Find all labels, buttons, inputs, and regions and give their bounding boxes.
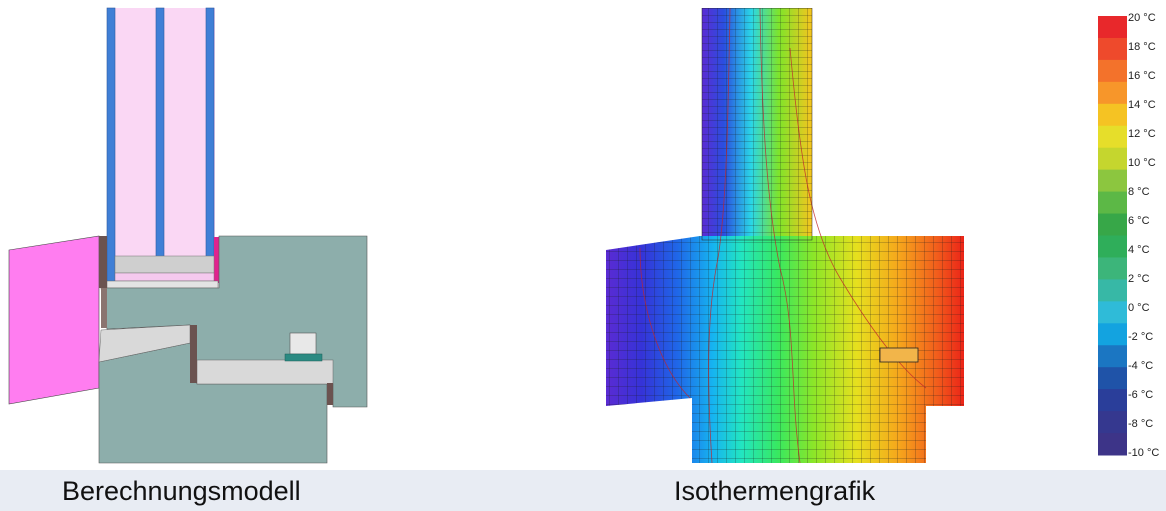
calculation-model-diagram [8, 7, 368, 464]
glass-pane-outer [106, 7, 116, 284]
sill-plate [106, 280, 219, 289]
isotherm-graphic [606, 8, 964, 464]
scale-tick-label: 2 °C [1128, 273, 1150, 285]
scale-color-cell [1098, 433, 1127, 456]
scale-color-cell [1098, 257, 1127, 280]
seal-right [327, 383, 333, 405]
scale-color-cell [1098, 279, 1127, 302]
iso-hardware [879, 347, 919, 363]
scale-tick-label: 6 °C [1128, 215, 1150, 227]
iso-frame-mesh [606, 236, 964, 463]
iso-glazing-mesh [702, 8, 812, 240]
scale-tick-label: -4 °C [1128, 360, 1154, 372]
scale-color-cell [1098, 103, 1127, 127]
scale-tick-label: 16 °C [1128, 70, 1156, 82]
seal-left-upper [99, 236, 107, 288]
hardware-plate [284, 353, 323, 362]
scale-color-cell [1098, 59, 1127, 83]
inner-seal [214, 237, 219, 283]
scale-color-cell [1098, 191, 1127, 215]
scale-color-cell [1098, 169, 1127, 193]
hardware-box [289, 332, 317, 355]
seal-left-mid [101, 288, 107, 328]
scale-color-cell [1098, 323, 1127, 346]
scale-tick-label: 10 °C [1128, 157, 1156, 169]
scale-color-cell [1098, 301, 1127, 324]
scale-tick-label: 12 °C [1128, 128, 1156, 140]
caption-bar [0, 470, 1166, 511]
seal-step [190, 325, 197, 383]
scale-color-cell [1098, 37, 1127, 61]
scale-color-cell [1098, 389, 1127, 412]
outer-wall-insulation [8, 235, 100, 405]
glass-pane-middle [155, 7, 165, 284]
scale-tick-label: 8 °C [1128, 186, 1150, 198]
scale-tick-label: 18 °C [1128, 41, 1156, 53]
scale-tick-label: -2 °C [1128, 331, 1154, 343]
glass-pane-inner [205, 7, 215, 284]
scale-tick-label: -8 °C [1128, 418, 1154, 430]
scale-color-cell [1098, 147, 1127, 171]
scale-tick-label: -6 °C [1128, 389, 1154, 401]
caption-isotherm-graphic: Isothermengrafik [674, 476, 876, 506]
scale-color-cell [1098, 345, 1127, 368]
scale-color-cell [1098, 235, 1127, 258]
iso-outline [701, 8, 813, 241]
spacer-strip [114, 272, 215, 282]
scale-color-cell [1098, 81, 1127, 105]
scale-color-cell [1098, 367, 1127, 390]
scale-tick-label: 0 °C [1128, 302, 1150, 314]
scale-tick-label: 20 °C [1128, 12, 1156, 24]
caption-calculation-model: Berechnungsmodell [62, 476, 301, 506]
scale-color-cell [1098, 213, 1127, 236]
scale-color-cell [1098, 411, 1127, 434]
scale-color-cell [1098, 125, 1127, 149]
scale-color-cell [1098, 16, 1127, 39]
scale-tick-label: -10 °C [1128, 447, 1160, 459]
scale-tick-label: 14 °C [1128, 99, 1156, 111]
spacer-band [114, 255, 215, 274]
lower-gray-bar [196, 359, 334, 385]
temperature-scale [1098, 16, 1127, 456]
scale-tick-label: 4 °C [1128, 244, 1150, 256]
